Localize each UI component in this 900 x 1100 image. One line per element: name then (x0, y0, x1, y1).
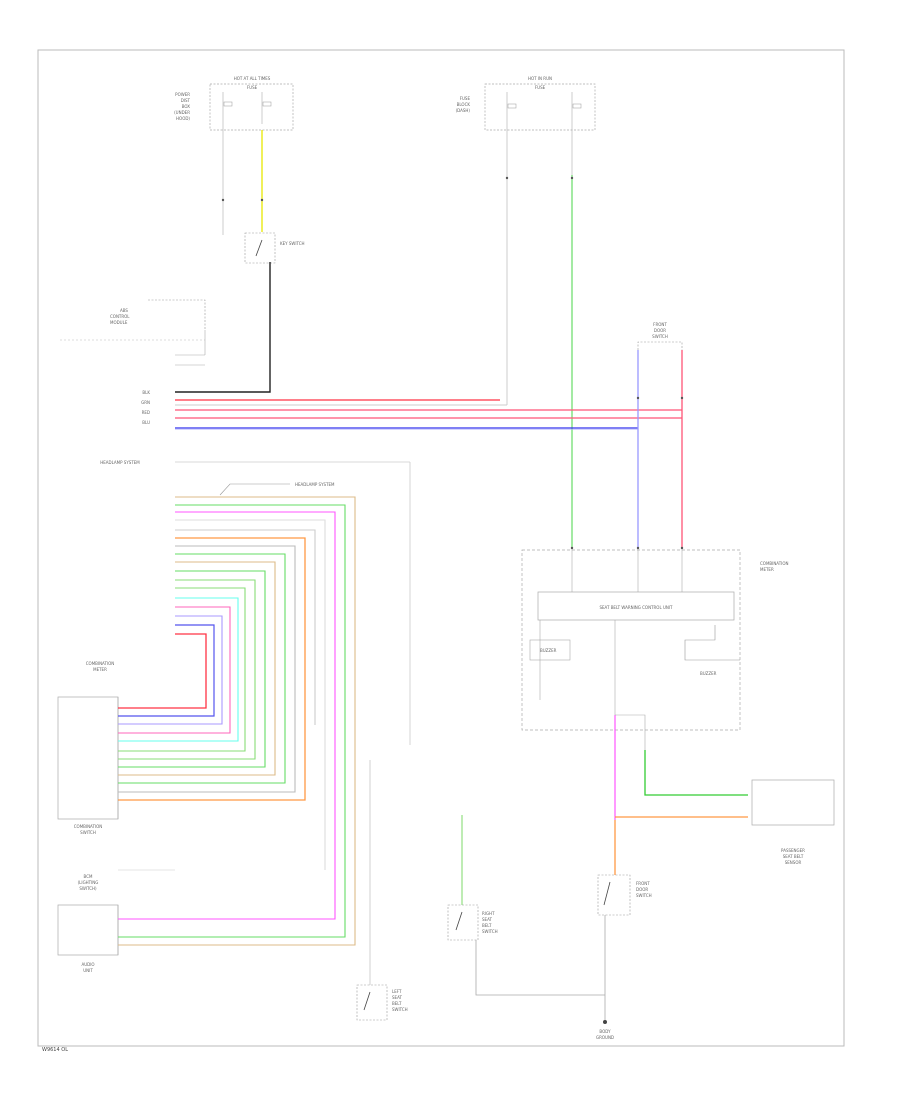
fuse-block-left-line1: DIST (181, 98, 191, 103)
seat-belt-switch-left: LEFT SEAT BELT SWITCH (356, 984, 408, 1021)
fuse-block-right-line2: (DASH) (456, 108, 471, 113)
svg-text:BLK: BLK (142, 390, 150, 395)
fuse-block-left-line0: POWER (175, 92, 190, 97)
key-switch: KEY SWITCH (244, 232, 305, 264)
front-door-switch-lower: FRONT DOOR SWITCH (597, 874, 652, 916)
fuse-block-right-line0: FUSE (460, 96, 471, 101)
svg-text:SWITCH: SWITCH (392, 1007, 408, 1012)
fuse-block-left-line4: HOOD) (176, 116, 190, 121)
combination-switch: COMBINATION SWITCH (57, 696, 119, 835)
svg-text:METER: METER (760, 567, 774, 572)
svg-text:BUZZER: BUZZER (700, 671, 717, 676)
key-switch-label: KEY SWITCH (280, 241, 305, 246)
front-door-switch-top: FRONT DOOR SWITCH (637, 322, 683, 350)
svg-text:UNIT: UNIT (83, 968, 93, 973)
wire-ground-path (475, 940, 605, 996)
svg-text:COMBINATION: COMBINATION (86, 661, 115, 666)
svg-text:SWITCH: SWITCH (636, 893, 652, 898)
fuse-block-right-sub: FUSE (535, 85, 546, 90)
abs-label-0: ABS (120, 308, 128, 313)
svg-text:SEAT BELT: SEAT BELT (783, 854, 804, 859)
svg-text:FRONT: FRONT (636, 881, 650, 886)
svg-text:METER: METER (93, 667, 107, 672)
passenger-seat-belt-sensor: PASSENGER SEAT BELT SENSOR (751, 779, 835, 865)
svg-text:SWITCH: SWITCH (80, 830, 96, 835)
seat-belt-switch-right: RIGHT SEAT BELT SWITCH (447, 904, 498, 941)
footer-code: W9614 OL (42, 1047, 68, 1053)
svg-text:HEADLAMP SYSTEM: HEADLAMP SYSTEM (295, 482, 335, 487)
svg-text:SWITCH): SWITCH) (79, 886, 97, 891)
fuse-block-right-title: HOT IN RUN (528, 76, 552, 81)
svg-text:RED: RED (142, 410, 150, 415)
svg-text:GRN: GRN (141, 400, 150, 405)
combination-meter: COMBINATION METER (86, 661, 115, 672)
svg-text:SEAT BELT WARNING CONTROL UNIT: SEAT BELT WARNING CONTROL UNIT (599, 605, 673, 610)
abs-module: ABS CONTROL MODULE (60, 299, 206, 366)
svg-text:SWITCH: SWITCH (482, 929, 498, 934)
svg-text:BELT: BELT (392, 1001, 402, 1006)
svg-text:BCM: BCM (84, 874, 93, 879)
abs-label-1: CONTROL (110, 314, 130, 319)
audio-unit: BCM (LIGHTING SWITCH) AUDIO UNIT (57, 869, 175, 973)
wire-black (175, 262, 271, 393)
svg-text:DOOR: DOOR (636, 887, 648, 892)
svg-text:(LIGHTING: (LIGHTING (78, 880, 99, 885)
svg-text:BELT: BELT (482, 923, 492, 928)
svg-text:PASSENGER: PASSENGER (781, 848, 805, 853)
svg-text:SENSOR: SENSOR (785, 860, 802, 865)
lighting-switch-bus: HEADLAMP SYSTEM HEADLAMP SYSTEM (100, 460, 411, 745)
fuse-block-left-sub: FUSE (247, 85, 258, 90)
svg-text:AUDIO: AUDIO (81, 962, 94, 967)
svg-text:LEFT: LEFT (392, 989, 402, 994)
svg-text:BLU: BLU (142, 420, 150, 425)
svg-text:BODY: BODY (599, 1029, 611, 1034)
fuse-block-left: HOT AT ALL TIMES FUSE POWER DIST BOX (UN… (174, 76, 294, 131)
fuse-block-right-line1: BLOCK (457, 102, 471, 107)
body-ground: BODY GROUND (596, 1020, 614, 1040)
combination-meter-bus: BLK GRN RED BLU (141, 390, 150, 425)
fuse-block-left-title: HOT AT ALL TIMES (234, 76, 271, 81)
svg-text:SEAT: SEAT (482, 917, 492, 922)
harness-wires (175, 496, 356, 946)
fuse-block-left-line3: (UNDER (174, 110, 190, 115)
svg-text:DOOR: DOOR (654, 328, 666, 333)
svg-text:BUZZER: BUZZER (540, 648, 557, 653)
svg-text:COMBINATION: COMBINATION (74, 824, 103, 829)
svg-text:SEAT: SEAT (392, 995, 402, 1000)
svg-text:SWITCH: SWITCH (652, 334, 668, 339)
svg-text:HEADLAMP SYSTEM: HEADLAMP SYSTEM (100, 460, 140, 465)
svg-text:RIGHT: RIGHT (482, 911, 495, 916)
fuse-block-left-line2: BOX (182, 104, 191, 109)
wire-green-h (644, 750, 748, 796)
diagram-frame (37, 49, 845, 1047)
svg-text:GROUND: GROUND (596, 1035, 614, 1040)
junction-dots (221, 176, 684, 550)
abs-label-2: MODULE (110, 320, 128, 325)
seat-belt-control-unit: SEAT BELT WARNING CONTROL UNIT BUZZER BU… (521, 548, 789, 731)
fuse-block-right: HOT IN RUN FUSE FUSE BLOCK (DASH) (456, 76, 596, 140)
svg-text:FRONT: FRONT (653, 322, 667, 327)
combination-meter-right-label: COMBINATION (760, 561, 789, 566)
